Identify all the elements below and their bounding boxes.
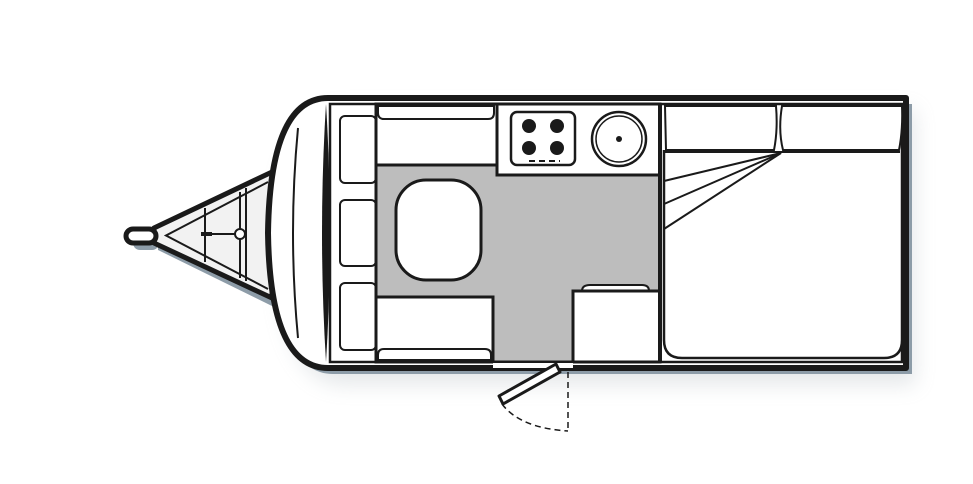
hob-burner xyxy=(550,141,564,155)
entry-door[interactable] xyxy=(493,361,573,432)
hob-burner xyxy=(522,141,536,155)
door-leaf xyxy=(497,362,562,406)
double-bed xyxy=(658,104,904,362)
door-swing-arc xyxy=(501,403,569,432)
sink-drain xyxy=(616,136,622,142)
hob-burner xyxy=(550,119,564,133)
front-window xyxy=(322,104,330,362)
pillow xyxy=(663,105,778,151)
pillow xyxy=(779,105,904,151)
wardrobe xyxy=(571,284,662,364)
dinette-seats xyxy=(374,102,499,364)
dinette-table xyxy=(394,178,483,282)
front-cushion xyxy=(339,282,377,351)
hob-burner xyxy=(522,119,536,133)
front-seating xyxy=(339,104,378,362)
front-cushion xyxy=(339,115,377,184)
drawbar xyxy=(151,169,275,301)
front-cushion xyxy=(339,199,377,267)
sink xyxy=(590,110,648,168)
hitch-coupling xyxy=(123,226,159,246)
bed-sheet-folds xyxy=(663,152,782,230)
front-window-lens xyxy=(292,127,299,339)
hob xyxy=(509,110,577,167)
